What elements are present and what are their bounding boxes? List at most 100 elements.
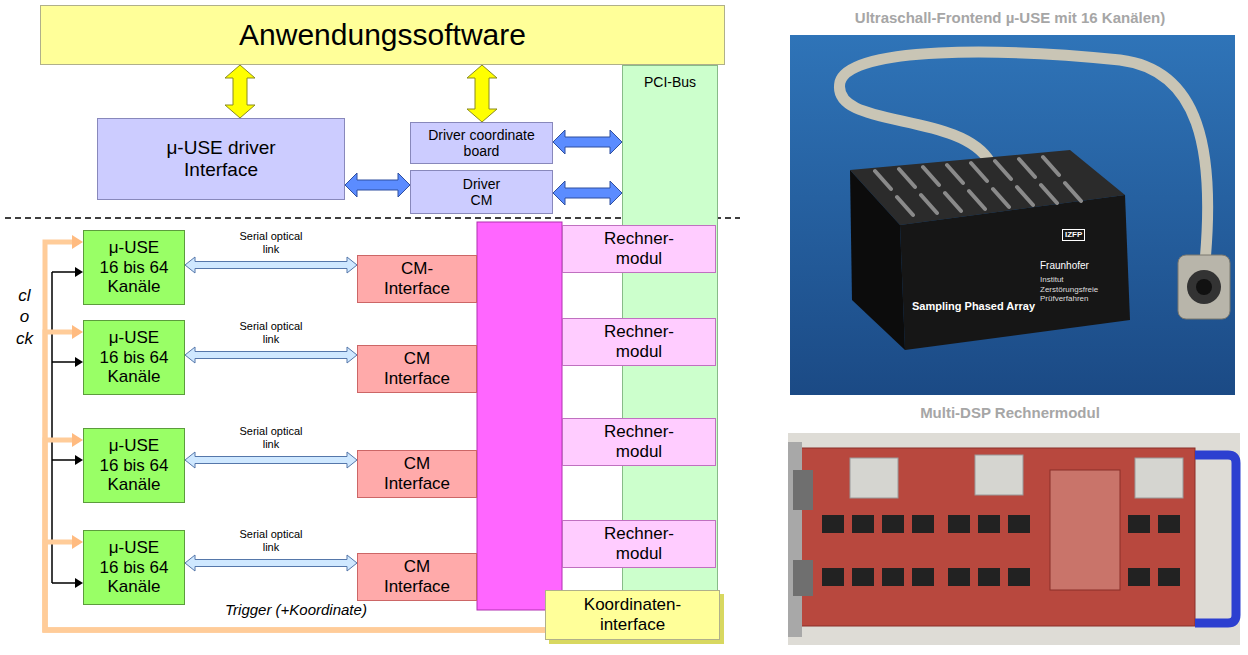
interface-box: CM Interface (357, 345, 477, 393)
link-label: Serial optical link (232, 425, 311, 451)
signal-name: clock (16, 285, 33, 349)
photo-caption: Multi-DSP Rechnermodul (780, 404, 1240, 422)
box-label: μ-USE 16 bis 64 Kanäle (99, 538, 170, 597)
illustration-part (875, 157, 1081, 215)
interface-box: CM Interface (357, 553, 477, 601)
product-marking: Fraunhofer (1040, 260, 1089, 272)
arrowhead (72, 433, 83, 447)
interface-box: CM Interface (357, 450, 477, 498)
computer-module-box: Rechner- modul (562, 225, 716, 273)
arrowhead (72, 325, 83, 339)
box-label: μ-USE driver Interface (146, 137, 296, 181)
box-label: PCI-Bus (644, 74, 696, 90)
trigger-line (45, 433, 545, 630)
illustration-part (75, 455, 83, 465)
illustration-part (1158, 515, 1180, 533)
illustration-part (978, 515, 1000, 533)
illustration-part (912, 568, 934, 586)
illustration-part (900, 195, 1130, 350)
double-arrow (185, 452, 357, 468)
box-label: μ-USE 16 bis 64 Kanäle (99, 436, 170, 495)
box-label: Koordinaten- interface (574, 595, 692, 634)
box-label: Rechner- modul (600, 322, 678, 361)
double-arrow (553, 130, 622, 154)
driver-box: Driver CM (410, 170, 553, 214)
double-arrow (467, 65, 497, 122)
product-marking: IZFP (1062, 229, 1085, 241)
illustration-part (822, 568, 844, 586)
frontend-box: μ-USE 16 bis 64 Kanäle (83, 530, 185, 605)
arrowhead (72, 235, 83, 249)
illustration-part (793, 470, 813, 510)
driver-box: μ-USE driver Interface (97, 118, 345, 200)
box-label: Driver coordinate board (428, 127, 536, 159)
bus-column (477, 222, 562, 610)
illustration-part (1158, 568, 1180, 586)
arrow-shape (345, 173, 410, 197)
illustration-part (1008, 515, 1030, 533)
illustration-part (1135, 458, 1183, 498)
illustration-part (948, 515, 970, 533)
illustration-part (1195, 455, 1236, 623)
software-box: Anwendungssoftware (40, 5, 725, 65)
illustration-part (852, 515, 874, 533)
illustration-part (822, 515, 844, 533)
illustration-part (822, 515, 1180, 586)
box-label: CM Interface (380, 557, 455, 596)
arrow-shape (553, 130, 622, 154)
illustration-part (948, 568, 970, 586)
illustration-part (800, 448, 1195, 626)
double-arrow (185, 347, 357, 363)
interface-box: CM- Interface (357, 255, 477, 303)
photo-caption: Ultraschall-Frontend µ-USE mit 16 Kanäle… (780, 9, 1240, 27)
box-label: CM Interface (380, 454, 455, 493)
arrow-shape (185, 257, 357, 273)
illustration-part (788, 433, 1240, 645)
computer-module-box: Rechner- modul (562, 318, 716, 366)
illustration-part (75, 267, 83, 277)
illustration-part (850, 458, 898, 498)
box-label: μ-USE 16 bis 64 Kanäle (99, 328, 170, 387)
dsp-board-photo (788, 433, 1240, 645)
trigger-line (45, 235, 545, 630)
arrow-shape (185, 555, 357, 571)
signal-name: Trigger (+Koordinate) (225, 601, 367, 619)
computer-module-box: Rechner- modul (562, 418, 716, 466)
illustration-part (882, 568, 904, 586)
box-label: Driver CM (457, 176, 507, 208)
coordinate-interface-box: Koordinaten- interface (545, 590, 720, 640)
illustration-part (1008, 568, 1030, 586)
illustration-part (75, 357, 83, 367)
illustration-part (1178, 255, 1230, 319)
arrow-shape (553, 181, 622, 205)
link-label: Serial optical link (232, 528, 311, 554)
illustration-part (790, 35, 1235, 395)
box-label: CM- Interface (380, 259, 455, 298)
illustration-part (882, 515, 904, 533)
illustration-part (793, 560, 813, 596)
box-label: Rechner- modul (600, 422, 678, 461)
arrowhead (72, 535, 83, 549)
product-marking: Institut Zerstörungsfreie Prüfverfahren (1040, 275, 1120, 304)
frontend-box: μ-USE 16 bis 64 Kanäle (83, 320, 185, 395)
double-arrow (185, 257, 357, 273)
frontend-box: μ-USE 16 bis 64 Kanäle (83, 428, 185, 503)
illustration-part (852, 568, 874, 586)
box-label: CM Interface (380, 349, 455, 388)
illustration-part (912, 515, 934, 533)
computer-module-box: Rechner- modul (562, 520, 716, 568)
double-arrow (553, 181, 622, 205)
double-arrow (185, 555, 357, 571)
illustration-part (1128, 568, 1150, 586)
double-arrow (225, 65, 255, 118)
arrow-shape (185, 347, 357, 363)
frontend-photo (790, 35, 1235, 395)
illustration-part (75, 578, 83, 588)
arrow-shape (225, 65, 255, 118)
illustration-part (978, 568, 1000, 586)
arrow-shape (185, 452, 357, 468)
illustration-part (1128, 515, 1150, 533)
double-arrow (345, 173, 410, 197)
link-label: Serial optical link (232, 230, 311, 256)
